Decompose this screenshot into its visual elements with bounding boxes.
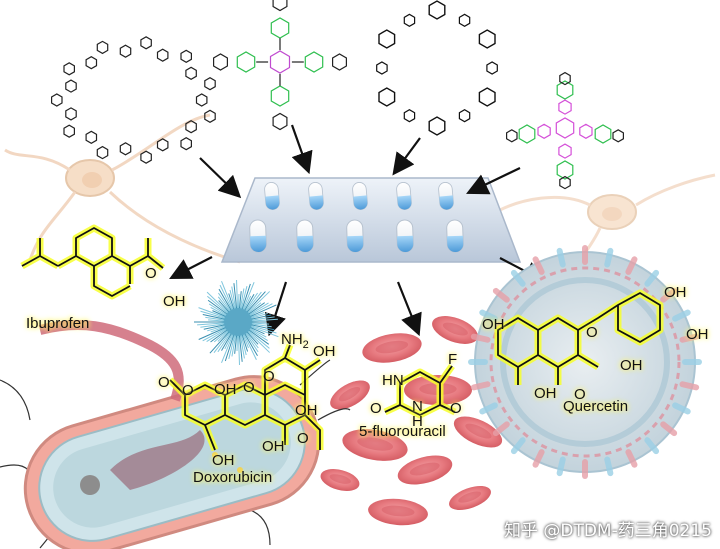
red-blood-cell xyxy=(362,333,422,363)
atom-oh-ibuprofen: OH xyxy=(163,293,186,310)
red-blood-cell xyxy=(342,429,408,461)
red-blood-cell xyxy=(320,469,360,491)
atom-oh-q-4: OH xyxy=(620,357,643,374)
capsule xyxy=(249,219,267,253)
atom-o-ibuprofen: O xyxy=(145,265,157,282)
arrow-to-doxorubicin xyxy=(264,281,288,337)
capsule xyxy=(296,219,314,253)
red-blood-cell xyxy=(432,316,478,344)
atom-oh-q-3: OH xyxy=(482,316,505,333)
arrow-framework1-to-pills xyxy=(199,157,242,199)
quercetin-label: Quercetin xyxy=(563,398,629,415)
molecule-drawings xyxy=(20,224,664,452)
atom-f: F xyxy=(448,351,458,368)
arrow-to-fluorouracil xyxy=(396,281,422,337)
spiky-tumor-cell xyxy=(194,280,279,365)
atom-o-dox-ring: O xyxy=(263,368,275,385)
atom-o-fu-2: O xyxy=(450,400,462,417)
capsule xyxy=(396,182,412,210)
atom-o-dox-glyco: O xyxy=(243,379,255,396)
atom-o-fu-1: O xyxy=(370,400,382,417)
atom-oh-q-1: OH xyxy=(664,284,687,301)
red-blood-cells xyxy=(320,316,503,526)
atom-o-dox-quinone: O xyxy=(182,382,194,399)
red-blood-cell xyxy=(449,485,491,511)
arrow-framework4-to-pills xyxy=(466,167,521,195)
pill-blister-pack xyxy=(220,177,522,263)
atom-h-fu: H xyxy=(412,413,423,430)
capsule xyxy=(396,219,414,253)
atom-hn: HN xyxy=(382,372,404,389)
atom-oh-dox-4: OH xyxy=(262,438,285,455)
doxorubicin-structure xyxy=(167,343,324,452)
atom-o-dox-ketone: O xyxy=(297,430,309,447)
arrow-to-ibuprofen xyxy=(169,256,213,280)
capsule xyxy=(352,182,368,210)
framework-macrocycle-1 xyxy=(51,36,216,164)
pink-fiber xyxy=(38,320,184,402)
atom-n-fu: N xyxy=(412,398,423,415)
doxorubicin-label: Doxorubicin xyxy=(193,469,273,486)
atom-nh2: NH2 xyxy=(281,331,309,351)
capsule xyxy=(346,219,364,253)
arrows xyxy=(169,124,546,337)
ibuprofen-label: Ibuprofen xyxy=(26,315,90,332)
framework-structures xyxy=(51,0,624,190)
watermark: 知乎 @DTDM-药三角0215 xyxy=(503,521,712,541)
atom-oh-dox-1: OH xyxy=(313,343,336,360)
ibuprofen-structure xyxy=(20,224,166,300)
capsule xyxy=(446,219,464,253)
red-blood-cell xyxy=(453,416,503,448)
atom-o-dox-methoxy: O xyxy=(158,374,170,391)
framework-tetraarm-4 xyxy=(506,71,624,190)
atom-o-q-carbonyl: O xyxy=(574,386,586,403)
neuron-left-illustration xyxy=(4,113,241,264)
red-blood-cell xyxy=(330,380,370,410)
arrow-framework2-to-pills xyxy=(290,124,313,175)
framework-porphyrin-2 xyxy=(213,0,347,131)
5-fluorouracil-structure xyxy=(383,363,457,419)
atom-oh-q-5: OH xyxy=(534,385,557,402)
framework-hexagonal-3 xyxy=(376,0,498,136)
atom-oh-dox-2: OH xyxy=(214,381,237,398)
fluorouracil-label: 5-fluorouracil xyxy=(359,423,446,440)
red-blood-cell xyxy=(368,498,428,526)
atom-oh-dox-3: OH xyxy=(295,402,318,419)
capsule-grid xyxy=(249,182,464,253)
quercetin-structure xyxy=(494,289,664,385)
red-blood-cell xyxy=(397,455,453,485)
atom-oh-q-2: OH xyxy=(686,326,709,343)
capsule xyxy=(438,182,454,210)
arrow-framework3-to-pills xyxy=(392,137,421,176)
capsule xyxy=(264,182,280,210)
capsule xyxy=(308,182,324,210)
atom-oh-dox-5: OH xyxy=(212,452,235,469)
atom-o-q-ring: O xyxy=(586,324,598,341)
bacterium-cutaway xyxy=(0,359,351,549)
